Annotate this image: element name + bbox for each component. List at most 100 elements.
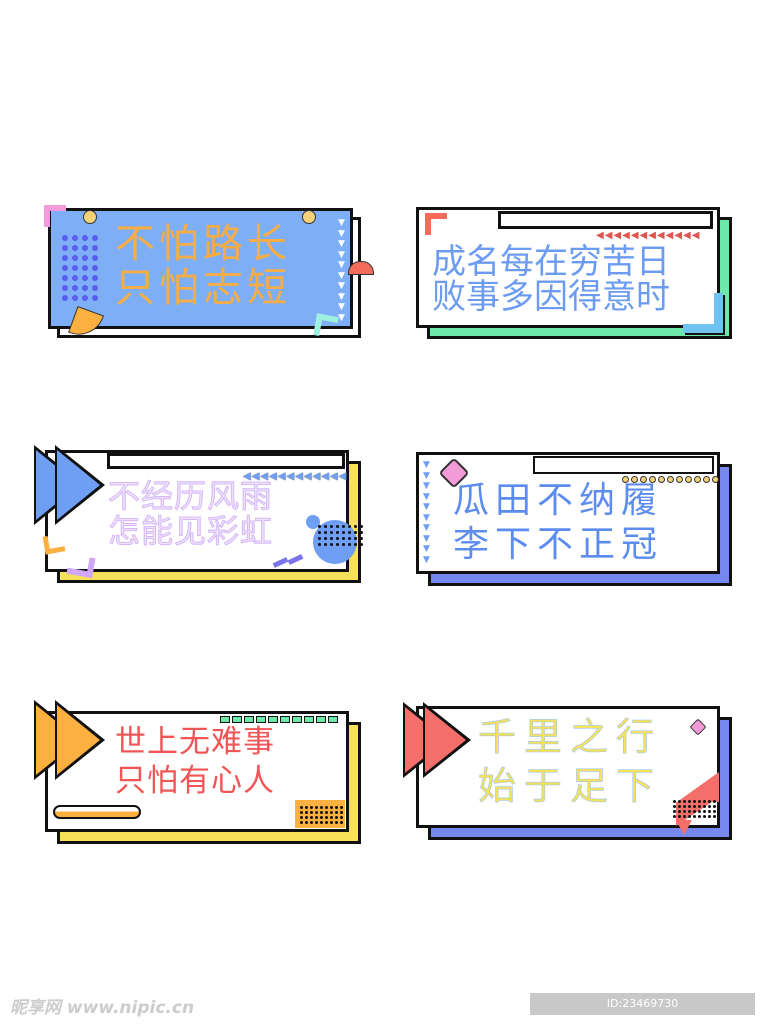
dot (335, 816, 338, 819)
dot (673, 805, 676, 808)
triangle-icon: ◀ (295, 471, 304, 482)
yellow-dot-row (622, 476, 719, 483)
triangle-icon: ▼ (338, 260, 345, 270)
triangle-icon: ◀ (277, 471, 287, 482)
dot (667, 476, 674, 483)
dot (92, 255, 98, 261)
green-square (232, 716, 242, 723)
dot (324, 537, 327, 540)
watermark-id: ID:23469730 NO:20230409123313389120 (530, 993, 755, 1024)
dot (340, 806, 343, 809)
triangle-icon: ▼ (338, 239, 345, 249)
dot (683, 810, 686, 813)
dot (342, 537, 345, 540)
triangle-row: ◀◀◀◀◀◀◀◀◀◀◀◀ (243, 471, 347, 482)
dot (82, 295, 88, 301)
dot (72, 235, 78, 241)
triangle-icon: ▼ (338, 270, 345, 281)
triangle-icon: ▼ (423, 554, 430, 565)
triangle-icon: ◀ (338, 471, 348, 482)
dot (315, 806, 318, 809)
dot (62, 245, 68, 251)
box-4-line-2: 李下不正冠 (453, 524, 664, 565)
dot (300, 811, 303, 814)
dot (708, 815, 711, 818)
dot (693, 810, 696, 813)
triangle-icon: ◀ (691, 230, 701, 241)
dot (348, 525, 351, 528)
dot (330, 537, 333, 540)
dot (305, 816, 308, 819)
dot (320, 821, 323, 824)
dot (82, 245, 88, 251)
dot (631, 476, 638, 483)
dot (683, 800, 686, 803)
blue-circle-icon (306, 515, 320, 529)
green-square (256, 716, 266, 723)
red-triangle-icon (677, 772, 719, 802)
dot-grid (673, 800, 716, 818)
dot (360, 525, 363, 528)
watermark-logo: 昵享网 www.nipic.cn (10, 998, 195, 1018)
box-2-line-2: 败事多因得意时 (432, 277, 670, 317)
dot (693, 800, 696, 803)
dot (649, 476, 656, 483)
box-2-line-1: 成名每在穷苦日 (432, 242, 670, 282)
triangle-column: ▼▼▼▼▼▼▼▼▼▼ (338, 218, 345, 323)
triangle-icon: ▼ (423, 491, 430, 502)
triangle-column: ▼▼▼▼▼▼▼▼▼▼ (423, 460, 430, 565)
dot-grid (318, 525, 363, 546)
dot (82, 275, 88, 281)
triangle-icon: ▼ (423, 460, 430, 470)
triangle-icon: ◀ (683, 230, 692, 241)
dot (72, 285, 78, 291)
box-3-line-2: 怎能见彩虹 (107, 512, 274, 550)
dot (673, 810, 676, 813)
box-5-line-2: 只怕有心人 (115, 763, 275, 799)
dot (342, 543, 345, 546)
dot (336, 543, 339, 546)
dot (72, 245, 78, 251)
dot (92, 235, 98, 241)
dot (72, 265, 78, 271)
purple-corner-icon (66, 553, 96, 579)
dot (683, 805, 686, 808)
triangle-row: ◀◀◀◀◀◀◀◀◀◀◀◀ (596, 230, 700, 241)
dot (330, 811, 333, 814)
dot (698, 805, 701, 808)
pink-corner-icon (44, 205, 66, 227)
mint-corner-icon (313, 313, 339, 339)
box-6-line-1: 千里之行 (478, 715, 663, 759)
dot (300, 806, 303, 809)
dot (703, 800, 706, 803)
red-semicircle-icon (348, 261, 374, 275)
triangle-icon: ◀ (251, 471, 261, 482)
box-4-line-1: 瓜田不纳履 (453, 480, 664, 521)
dot (336, 537, 339, 540)
dot (360, 537, 363, 540)
triangle-icon: ▼ (423, 502, 430, 512)
dot (92, 245, 98, 251)
dot (318, 525, 321, 528)
triangle-icon: ◀ (674, 230, 684, 241)
dot (310, 811, 313, 814)
dot (300, 821, 303, 824)
dot (336, 531, 339, 534)
orange-corner-icon (42, 533, 66, 555)
triangle-icon: ◀ (604, 230, 614, 241)
top-bar (498, 211, 713, 229)
dot (62, 295, 68, 301)
box-3-line-1: 不经历风雨 (107, 477, 274, 515)
dot (325, 816, 328, 819)
dot (330, 816, 333, 819)
play-triangle-icon (57, 705, 100, 775)
dot (354, 543, 357, 546)
dot (330, 543, 333, 546)
dot (703, 805, 706, 808)
dot (688, 800, 691, 803)
triangle-icon: ▼ (423, 481, 430, 491)
green-square-row (220, 716, 338, 723)
dot (342, 525, 345, 528)
dot (713, 810, 716, 813)
triangle-icon: ▼ (338, 228, 345, 239)
